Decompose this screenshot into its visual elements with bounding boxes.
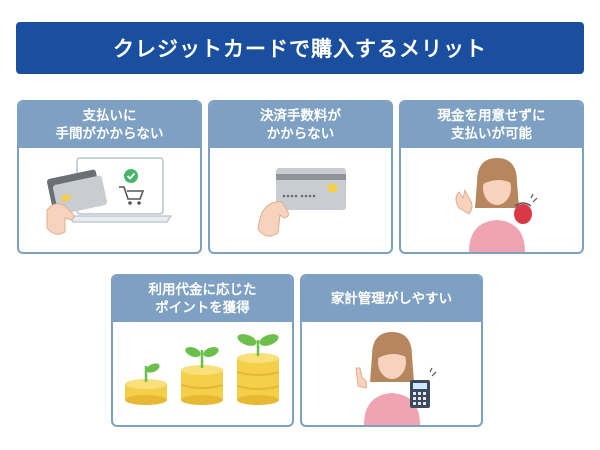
woman-with-calculator-icon xyxy=(302,322,481,425)
page-title: クレジットカードで購入するメリット xyxy=(113,37,487,61)
card-title-line1: 現金を用意せずに xyxy=(437,108,546,124)
card-title-line2: ポイントを獲得 xyxy=(155,300,250,316)
card-header: 利用代金に応じた ポイントを獲得 xyxy=(113,276,292,322)
benefit-card-easy-payment: 支払いに 手間がかからない xyxy=(17,100,202,254)
benefit-card-no-fee: 決済手数料が かからない xyxy=(208,100,393,254)
card-title-line2: かからない xyxy=(266,126,335,142)
card-header: 家計管理がしやすい xyxy=(302,276,481,322)
card-title-line1: 利用代金に応じた xyxy=(148,282,257,298)
card-title-line2: 支払いが可能 xyxy=(451,126,532,142)
card-title-line2: 手間がかからない xyxy=(55,126,164,142)
benefit-card-no-cash: 現金を用意せずに 支払いが可能 xyxy=(399,100,584,254)
card-payment-laptop-icon xyxy=(19,148,200,252)
benefit-card-budgeting: 家計管理がしやすい xyxy=(300,274,483,427)
growing-coins-icon xyxy=(113,322,292,425)
card-header: 現金を用意せずに 支払いが可能 xyxy=(401,102,582,148)
card-header: 決済手数料が かからない xyxy=(210,102,391,148)
card-title-line1: 決済手数料が xyxy=(260,108,341,124)
card-title-line1: 支払いに xyxy=(82,108,137,124)
page-title-banner: クレジットカードで購入するメリット xyxy=(16,22,584,74)
woman-with-wallet-icon xyxy=(401,148,582,252)
hand-holding-card-icon xyxy=(210,148,391,252)
card-header: 支払いに 手間がかからない xyxy=(19,102,200,148)
benefit-card-points: 利用代金に応じた ポイントを獲得 xyxy=(111,274,294,427)
card-title-line1: 家計管理がしやすい xyxy=(330,291,453,307)
